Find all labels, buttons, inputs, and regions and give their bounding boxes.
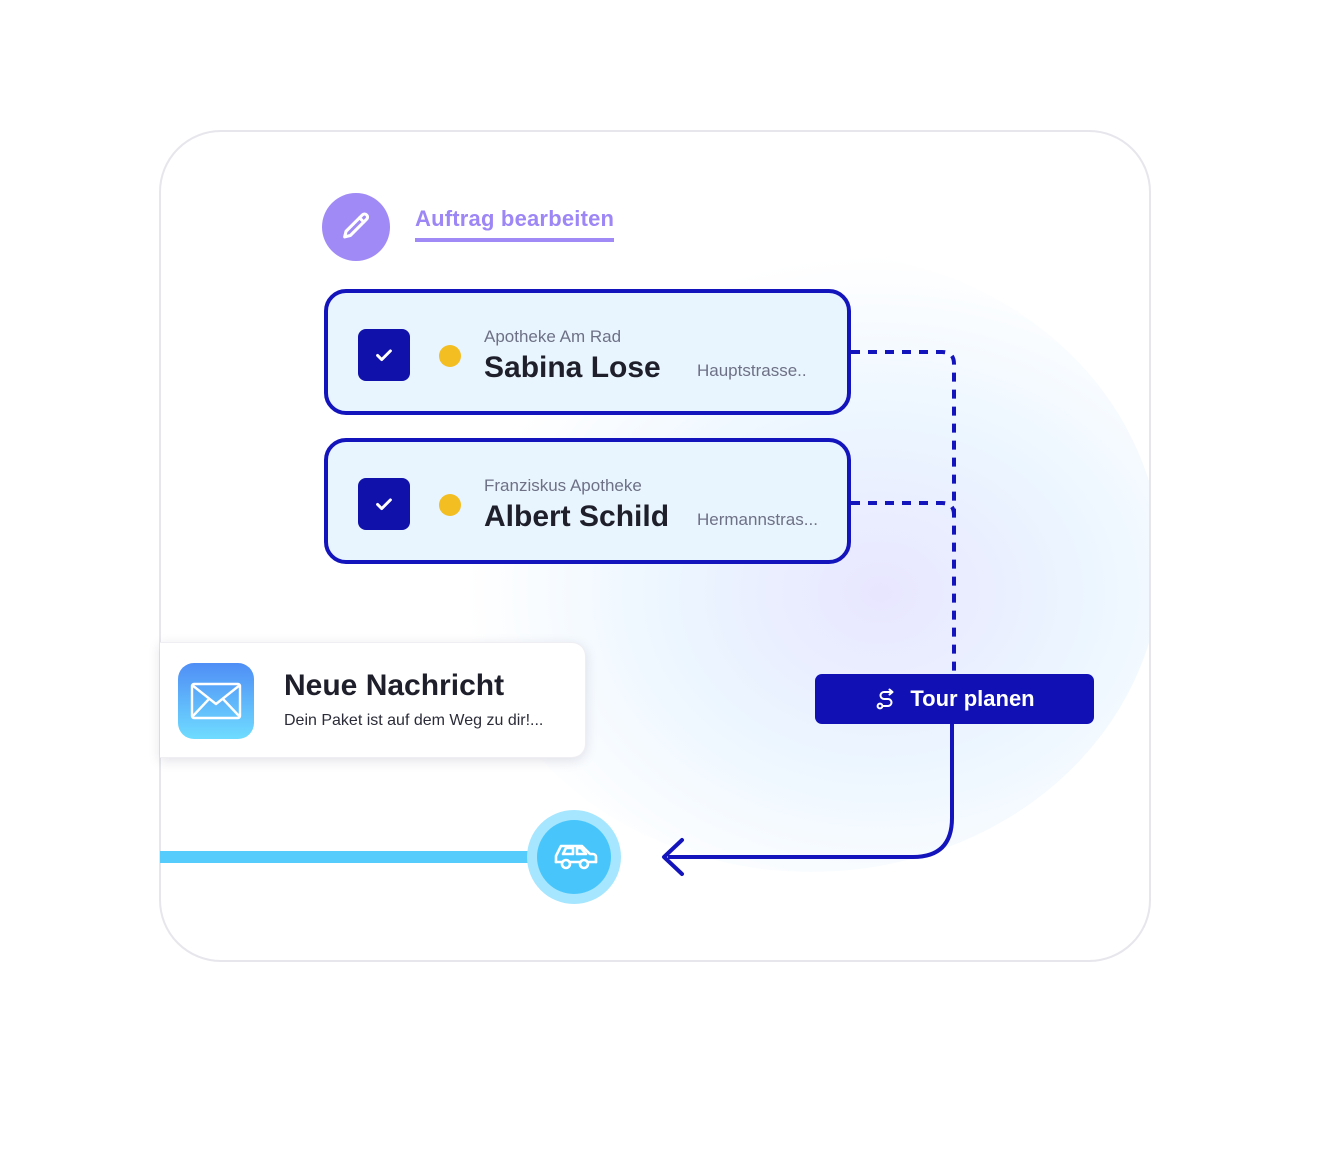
order-checkbox[interactable]: [358, 329, 410, 381]
edit-order-link[interactable]: Auftrag bearbeiten: [415, 206, 615, 242]
pharmacy-name: Franziskus Apotheke: [484, 476, 642, 495]
status-dot: [439, 494, 461, 516]
pencil-icon: [343, 212, 370, 239]
order-card[interactable]: Franziskus Apotheke Albert Schild Herman…: [324, 438, 851, 564]
order-card[interactable]: Apotheke Am Rad Sabina Lose Hauptstrasse…: [324, 289, 851, 415]
vehicle-marker-inner: [537, 820, 611, 894]
customer-street: Hermannstras...: [697, 510, 818, 529]
message-notification[interactable]: Neue Nachricht Dein Paket ist auf dem We…: [160, 642, 586, 758]
notification-body: Dein Paket ist auf dem Weg zu dir!...: [284, 712, 544, 729]
customer-street: Hauptstrasse..: [697, 361, 807, 380]
order-checkbox[interactable]: [358, 478, 410, 530]
customer-name: Sabina Lose: [484, 351, 661, 384]
plan-tour-button[interactable]: Tour planen: [815, 674, 1094, 724]
edit-order-button[interactable]: [322, 193, 390, 261]
customer-name: Albert Schild: [484, 500, 670, 533]
car-icon: [554, 844, 598, 870]
delivery-timeline: [160, 851, 540, 863]
status-dot: [439, 345, 461, 367]
checkmark-icon: [376, 498, 392, 511]
pharmacy-name: Apotheke Am Rad: [484, 327, 622, 346]
mail-icon: [178, 663, 254, 739]
route-icon: [876, 688, 894, 710]
notification-title: Neue Nachricht: [284, 669, 505, 702]
plan-tour-label: Tour planen: [910, 686, 1035, 711]
vehicle-marker[interactable]: [527, 810, 621, 904]
checkmark-icon: [376, 349, 392, 362]
